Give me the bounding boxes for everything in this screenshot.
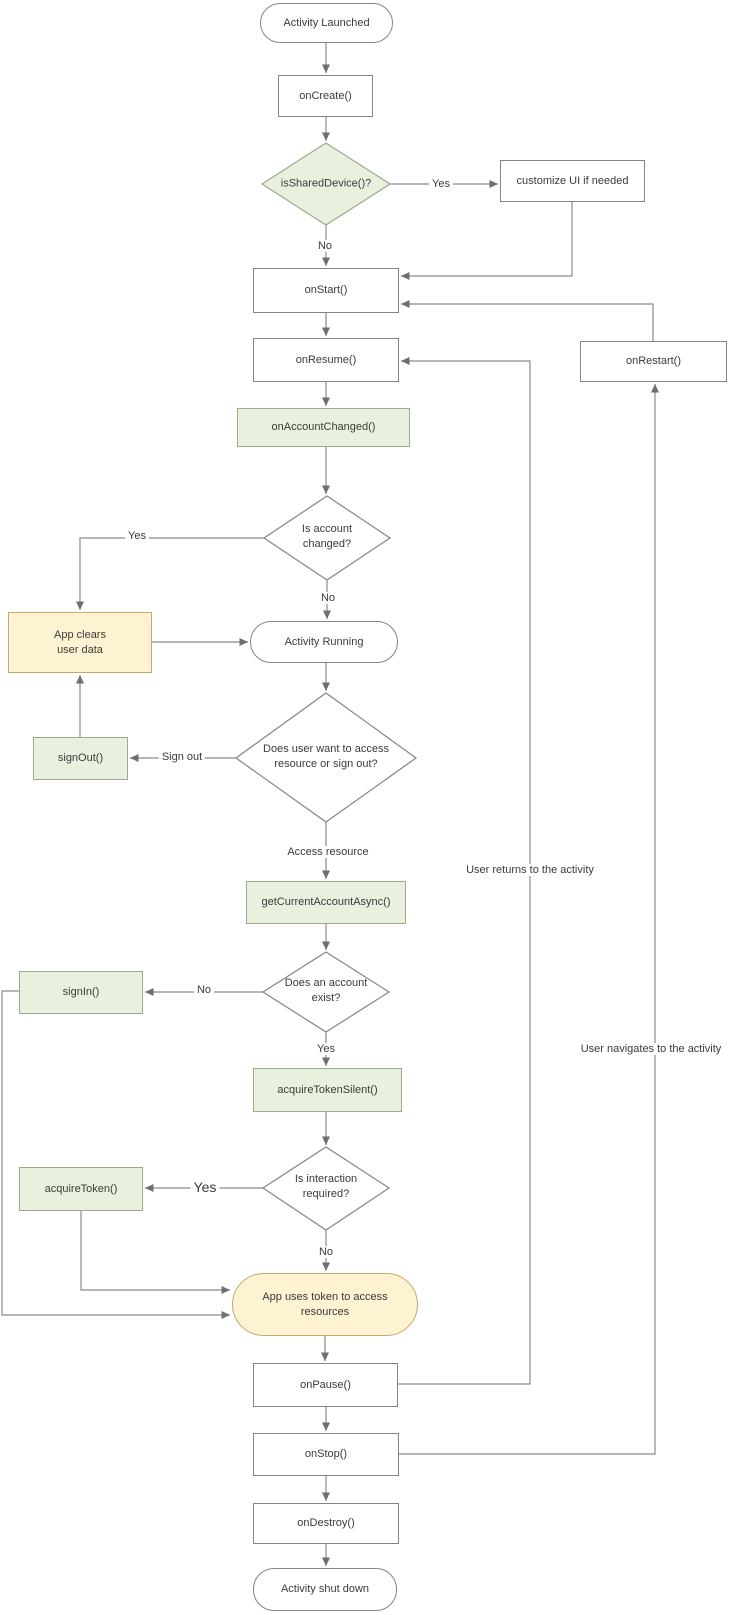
node-onresume-label: onResume() bbox=[295, 353, 357, 366]
connector-isaccountchanged-yes-to-appclears bbox=[76, 537, 264, 610]
node-onstop-label: onStop() bbox=[304, 1448, 348, 1461]
connector-acquiretoken-to-appusestoken bbox=[80, 1211, 230, 1294]
access-or-signout-diamond bbox=[234, 692, 418, 823]
interaction-required-diamond bbox=[261, 1146, 391, 1231]
node-onrestart-label: onRestart() bbox=[625, 355, 682, 368]
node-app-uses-token: App uses token to access resources bbox=[232, 1273, 418, 1336]
connector-onrestart-to-onstart bbox=[401, 300, 654, 341]
node-customize-ui-label: customize UI if needed bbox=[516, 174, 629, 187]
node-onresume: onResume() bbox=[253, 338, 399, 382]
interaction-required-label: Is interaction required? bbox=[294, 1173, 358, 1200]
edge-label-sign-out: Sign out bbox=[158, 751, 206, 763]
access-or-signout-label: Does user want to access resource or sig… bbox=[263, 743, 389, 770]
node-onstart-label: onStart() bbox=[304, 284, 348, 297]
node-activity-launched: Activity Launched bbox=[260, 3, 393, 43]
is-account-changed-label: Is account changed? bbox=[301, 523, 353, 550]
node-signin-label: signIn() bbox=[62, 986, 100, 999]
node-acquiretokensilent: acquireTokenSilent() bbox=[253, 1068, 402, 1112]
node-signin: signIn() bbox=[19, 971, 143, 1014]
node-acquiretoken: acquireToken() bbox=[19, 1167, 143, 1211]
node-signout: signOut() bbox=[33, 737, 128, 780]
account-exists-label: Does an account exist? bbox=[284, 977, 368, 1004]
node-oncreate: onCreate() bbox=[278, 75, 373, 117]
is-account-changed-diamond bbox=[262, 495, 392, 581]
node-app-uses-token-label: App uses token to access resources bbox=[262, 1291, 388, 1318]
node-signout-label: signOut() bbox=[57, 752, 104, 765]
node-oncreate-label: onCreate() bbox=[299, 89, 352, 102]
edge-label-account-changed-no: No bbox=[317, 592, 339, 604]
account-exists-diamond bbox=[261, 951, 391, 1033]
connector-onstop-to-onrestart bbox=[399, 384, 659, 1455]
node-activity-shut-down-label: Activity shut down bbox=[280, 1583, 370, 1596]
edge-label-access-resource: Access resource bbox=[284, 846, 372, 858]
edge-label-shared-no: No bbox=[314, 240, 336, 252]
node-activity-shut-down: Activity shut down bbox=[253, 1568, 397, 1611]
node-activity-running: Activity Running bbox=[250, 621, 398, 663]
edge-label-account-changed-yes: Yes bbox=[125, 530, 149, 542]
node-activity-launched-label: Activity Launched bbox=[283, 16, 370, 29]
edge-label-account-exists-yes: Yes bbox=[314, 1043, 338, 1055]
node-onrestart: onRestart() bbox=[580, 341, 727, 382]
node-onstart: onStart() bbox=[253, 268, 399, 313]
edge-label-account-exists-no: No bbox=[193, 984, 215, 996]
connector-signin-to-appusestoken bbox=[1, 990, 230, 1319]
node-onpause: onPause() bbox=[253, 1363, 398, 1407]
node-customize-ui: customize UI if needed bbox=[500, 160, 645, 202]
node-onaccountchanged-label: onAccountChanged() bbox=[271, 421, 376, 434]
node-ondestroy: onDestroy() bbox=[253, 1503, 399, 1544]
node-onstop: onStop() bbox=[253, 1433, 399, 1476]
node-app-clears-user-data: App clears user data bbox=[8, 612, 152, 673]
node-getcurrentaccountasync: getCurrentAccountAsync() bbox=[246, 881, 406, 924]
is-shared-device-label: isSharedDevice()? bbox=[280, 177, 372, 190]
node-acquiretoken-label: acquireToken() bbox=[44, 1182, 118, 1195]
edge-label-user-returns: User returns to the activity bbox=[463, 864, 597, 876]
edge-label-shared-yes: Yes bbox=[429, 178, 453, 190]
connector-customize-to-onstart bbox=[401, 202, 573, 280]
node-app-clears-user-data-label: App clears user data bbox=[54, 629, 106, 656]
edge-label-user-navigates: User navigates to the activity bbox=[577, 1043, 725, 1055]
edge-label-interaction-yes: Yes bbox=[190, 1179, 220, 1195]
edge-label-interaction-no: No bbox=[315, 1246, 337, 1258]
node-onpause-label: onPause() bbox=[300, 1378, 351, 1391]
node-onaccountchanged: onAccountChanged() bbox=[237, 408, 410, 447]
node-activity-running-label: Activity Running bbox=[284, 635, 364, 648]
node-getcurrentaccountasync-label: getCurrentAccountAsync() bbox=[261, 896, 391, 909]
is-shared-device-diamond bbox=[260, 142, 392, 226]
node-ondestroy-label: onDestroy() bbox=[297, 1517, 355, 1530]
node-acquiretokensilent-label: acquireTokenSilent() bbox=[277, 1083, 378, 1096]
